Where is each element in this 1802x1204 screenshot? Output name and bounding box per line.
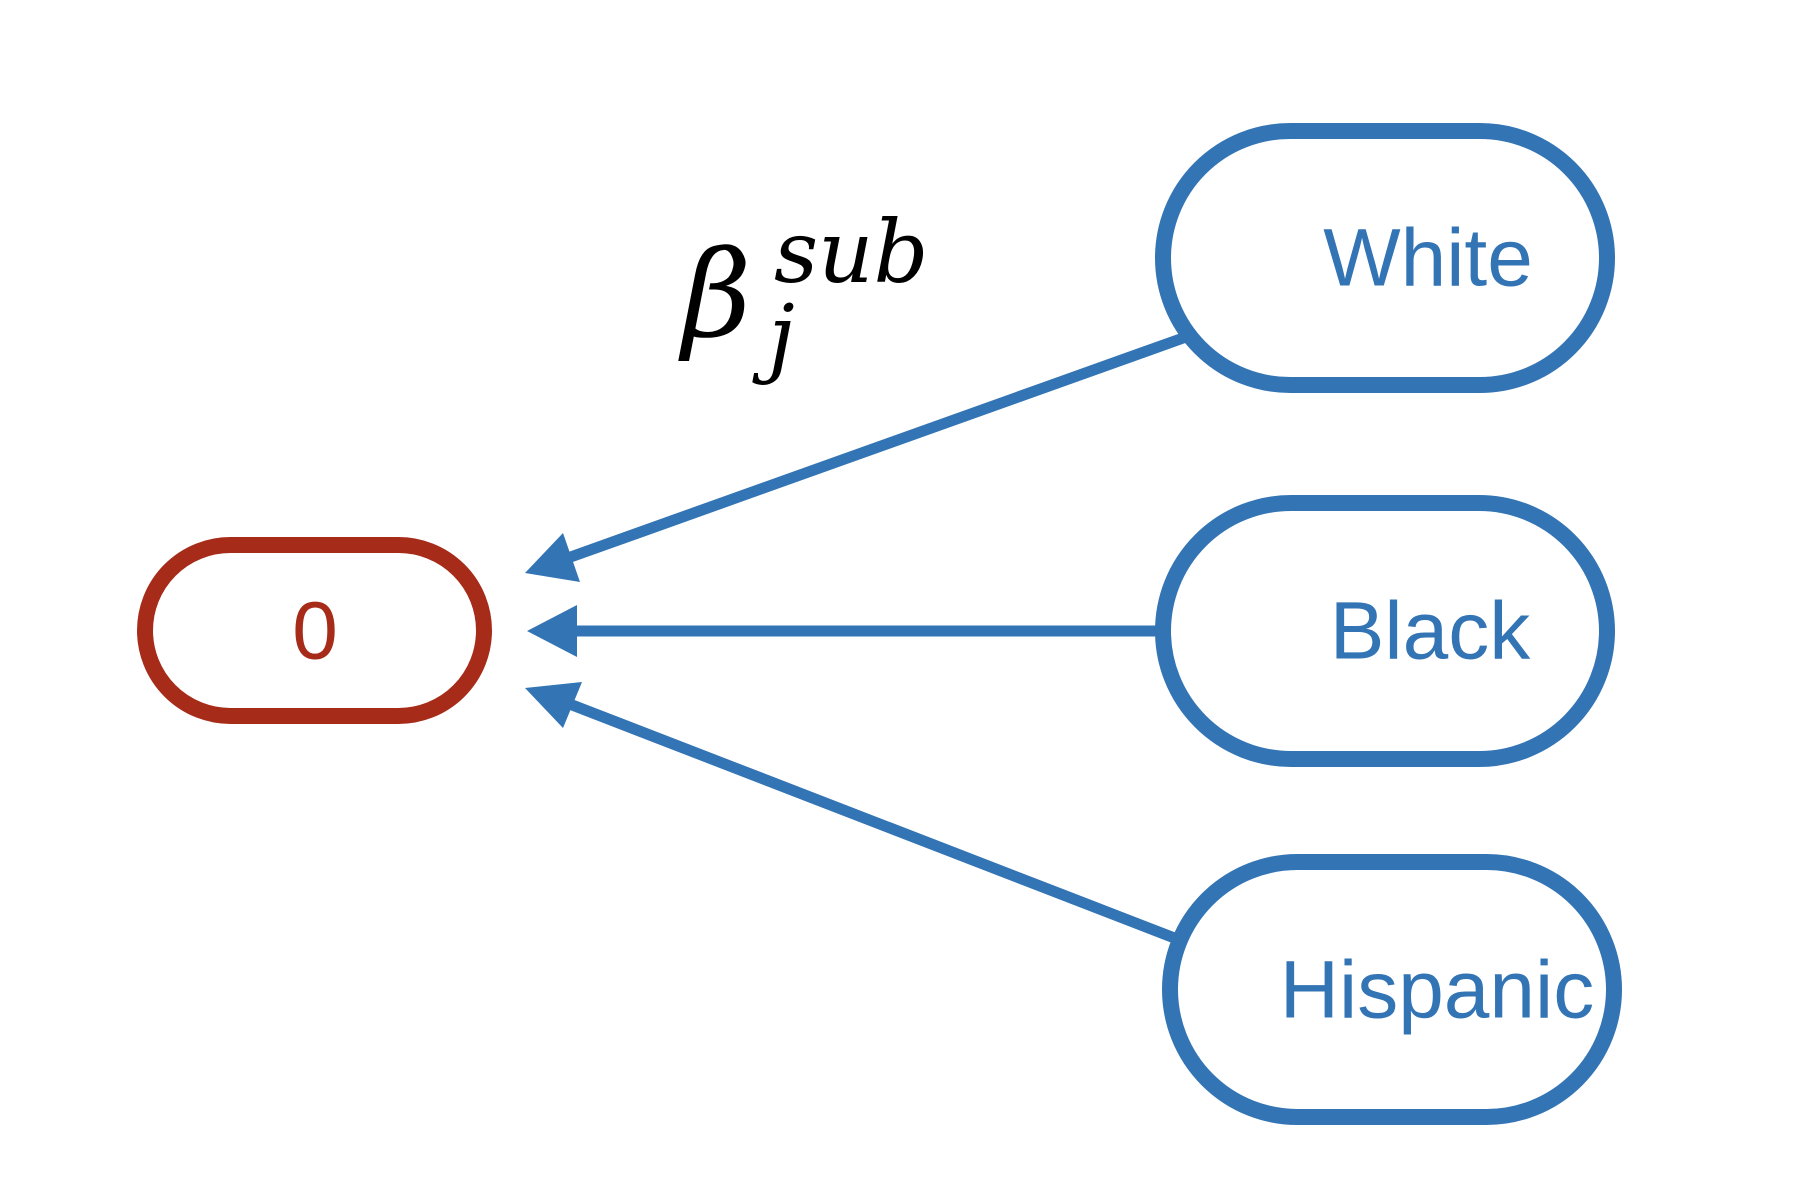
edge-white-line [563, 331, 1188, 565]
node-white-label: White [1323, 213, 1533, 304]
node-zero: 0 [137, 537, 492, 724]
edge-black-to-zero [527, 605, 1163, 657]
node-hispanic-label: Hispanic [1280, 945, 1594, 1036]
edge-hispanic-arrowhead [525, 682, 582, 728]
beta-superscript: sub [774, 203, 929, 303]
node-black: Black [1155, 495, 1615, 767]
node-zero-border [137, 537, 492, 724]
node-black-label: Black [1330, 586, 1532, 677]
edge-label-beta: β sub j [678, 203, 929, 387]
beta-subscript: j [752, 287, 795, 387]
node-hispanic-border [1162, 854, 1622, 1125]
node-hispanic: Hispanic [1162, 854, 1622, 1125]
beta-symbol: β [678, 226, 751, 365]
edge-hispanic-line [565, 697, 1179, 945]
node-zero-label: 0 [292, 586, 338, 677]
edge-white-to-zero [525, 331, 1188, 582]
node-white-border [1155, 123, 1615, 393]
edge-white-arrowhead [525, 533, 580, 582]
edge-black-arrowhead [527, 605, 577, 657]
edge-hispanic-to-zero [525, 682, 1179, 945]
node-white: White [1155, 123, 1615, 393]
